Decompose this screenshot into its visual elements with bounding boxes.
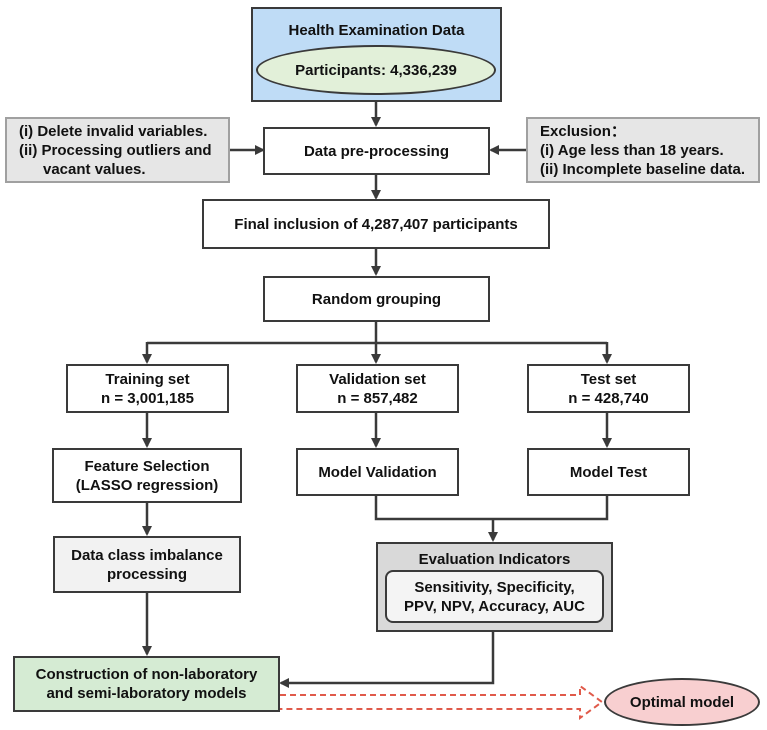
random-grouping-label: Random grouping <box>311 290 442 308</box>
final-inclusion-label: Final inclusion of 4,287,407 participant… <box>234 215 518 233</box>
evaluation-metrics-box: Sensitivity, Specificity, PPV, NPV, Accu… <box>385 570 604 623</box>
validation-set-box: Validation set n = 857,482 <box>296 364 459 413</box>
evaluation-indicators-title: Evaluation Indicators <box>418 551 571 568</box>
dashed-arrow-to-optimal <box>280 684 604 720</box>
test-set-box: Test set n = 428,740 <box>527 364 690 413</box>
evaluation-metrics-line-1: Sensitivity, Specificity, <box>414 578 575 596</box>
arrow-evaluation-to-construction <box>279 632 495 688</box>
exclusion-line-1: (i) Age less than 18 years. <box>540 141 724 159</box>
data-preprocessing-label: Data pre-processing <box>303 142 450 160</box>
training-set-title: Training set <box>105 370 190 388</box>
model-test-label: Model Test <box>569 463 648 481</box>
model-construction-line-2: and semi-laboratory models <box>46 685 247 702</box>
exclusion-title: Exclusion： <box>540 122 626 140</box>
data-imbalance-line-1: Data class imbalance <box>71 546 223 564</box>
exclusion-note: Exclusion： (i) Age less than 18 years. (… <box>526 117 760 183</box>
feature-selection-box: Feature Selection (LASSO regression) <box>52 448 242 503</box>
training-set-count: n = 3,001,185 <box>101 389 194 407</box>
model-validation-box: Model Validation <box>296 448 459 496</box>
note-line-1: (i) Delete invalid variables. <box>19 122 208 140</box>
health-examination-title: Health Examination Data <box>288 22 465 39</box>
model-test-box: Model Test <box>527 448 690 496</box>
participants-ellipse: Participants: 4,336,239 <box>256 45 496 95</box>
model-validation-label: Model Validation <box>318 463 437 481</box>
validation-set-title: Validation set <box>329 370 426 388</box>
validation-set-count: n = 857,482 <box>337 389 418 407</box>
preprocessing-steps-note: (i) Delete invalid variables. (ii) Proce… <box>5 117 230 183</box>
note-line-3: vacant values. <box>43 160 146 178</box>
feature-selection-method: (LASSO regression) <box>75 476 219 494</box>
evaluation-metrics-line-2: PPV, NPV, Accuracy, AUC <box>404 597 585 615</box>
optimal-model-label: Optimal model <box>629 693 735 711</box>
participants-count: Participants: 4,336,239 <box>295 61 457 79</box>
data-preprocessing-box: Data pre-processing <box>263 127 490 175</box>
model-construction-line-1: Construction of non-laboratory <box>35 666 258 683</box>
connector-validation-test-merge <box>374 496 609 521</box>
model-construction-box: Construction of non-laboratory and semi-… <box>13 656 280 712</box>
training-set-box: Training set n = 3,001,185 <box>66 364 229 413</box>
optimal-model-ellipse: Optimal model <box>604 678 760 726</box>
data-imbalance-line-2: processing <box>106 565 188 583</box>
test-set-title: Test set <box>580 370 637 388</box>
final-inclusion-box: Final inclusion of 4,287,407 participant… <box>202 199 550 249</box>
data-imbalance-box: Data class imbalance processing <box>53 536 241 593</box>
test-set-count: n = 428,740 <box>568 389 649 407</box>
note-line-2: (ii) Processing outliers and <box>19 141 212 159</box>
random-grouping-box: Random grouping <box>263 276 490 322</box>
exclusion-line-2: (ii) Incomplete baseline data. <box>540 160 746 178</box>
feature-selection-title: Feature Selection <box>84 457 210 475</box>
